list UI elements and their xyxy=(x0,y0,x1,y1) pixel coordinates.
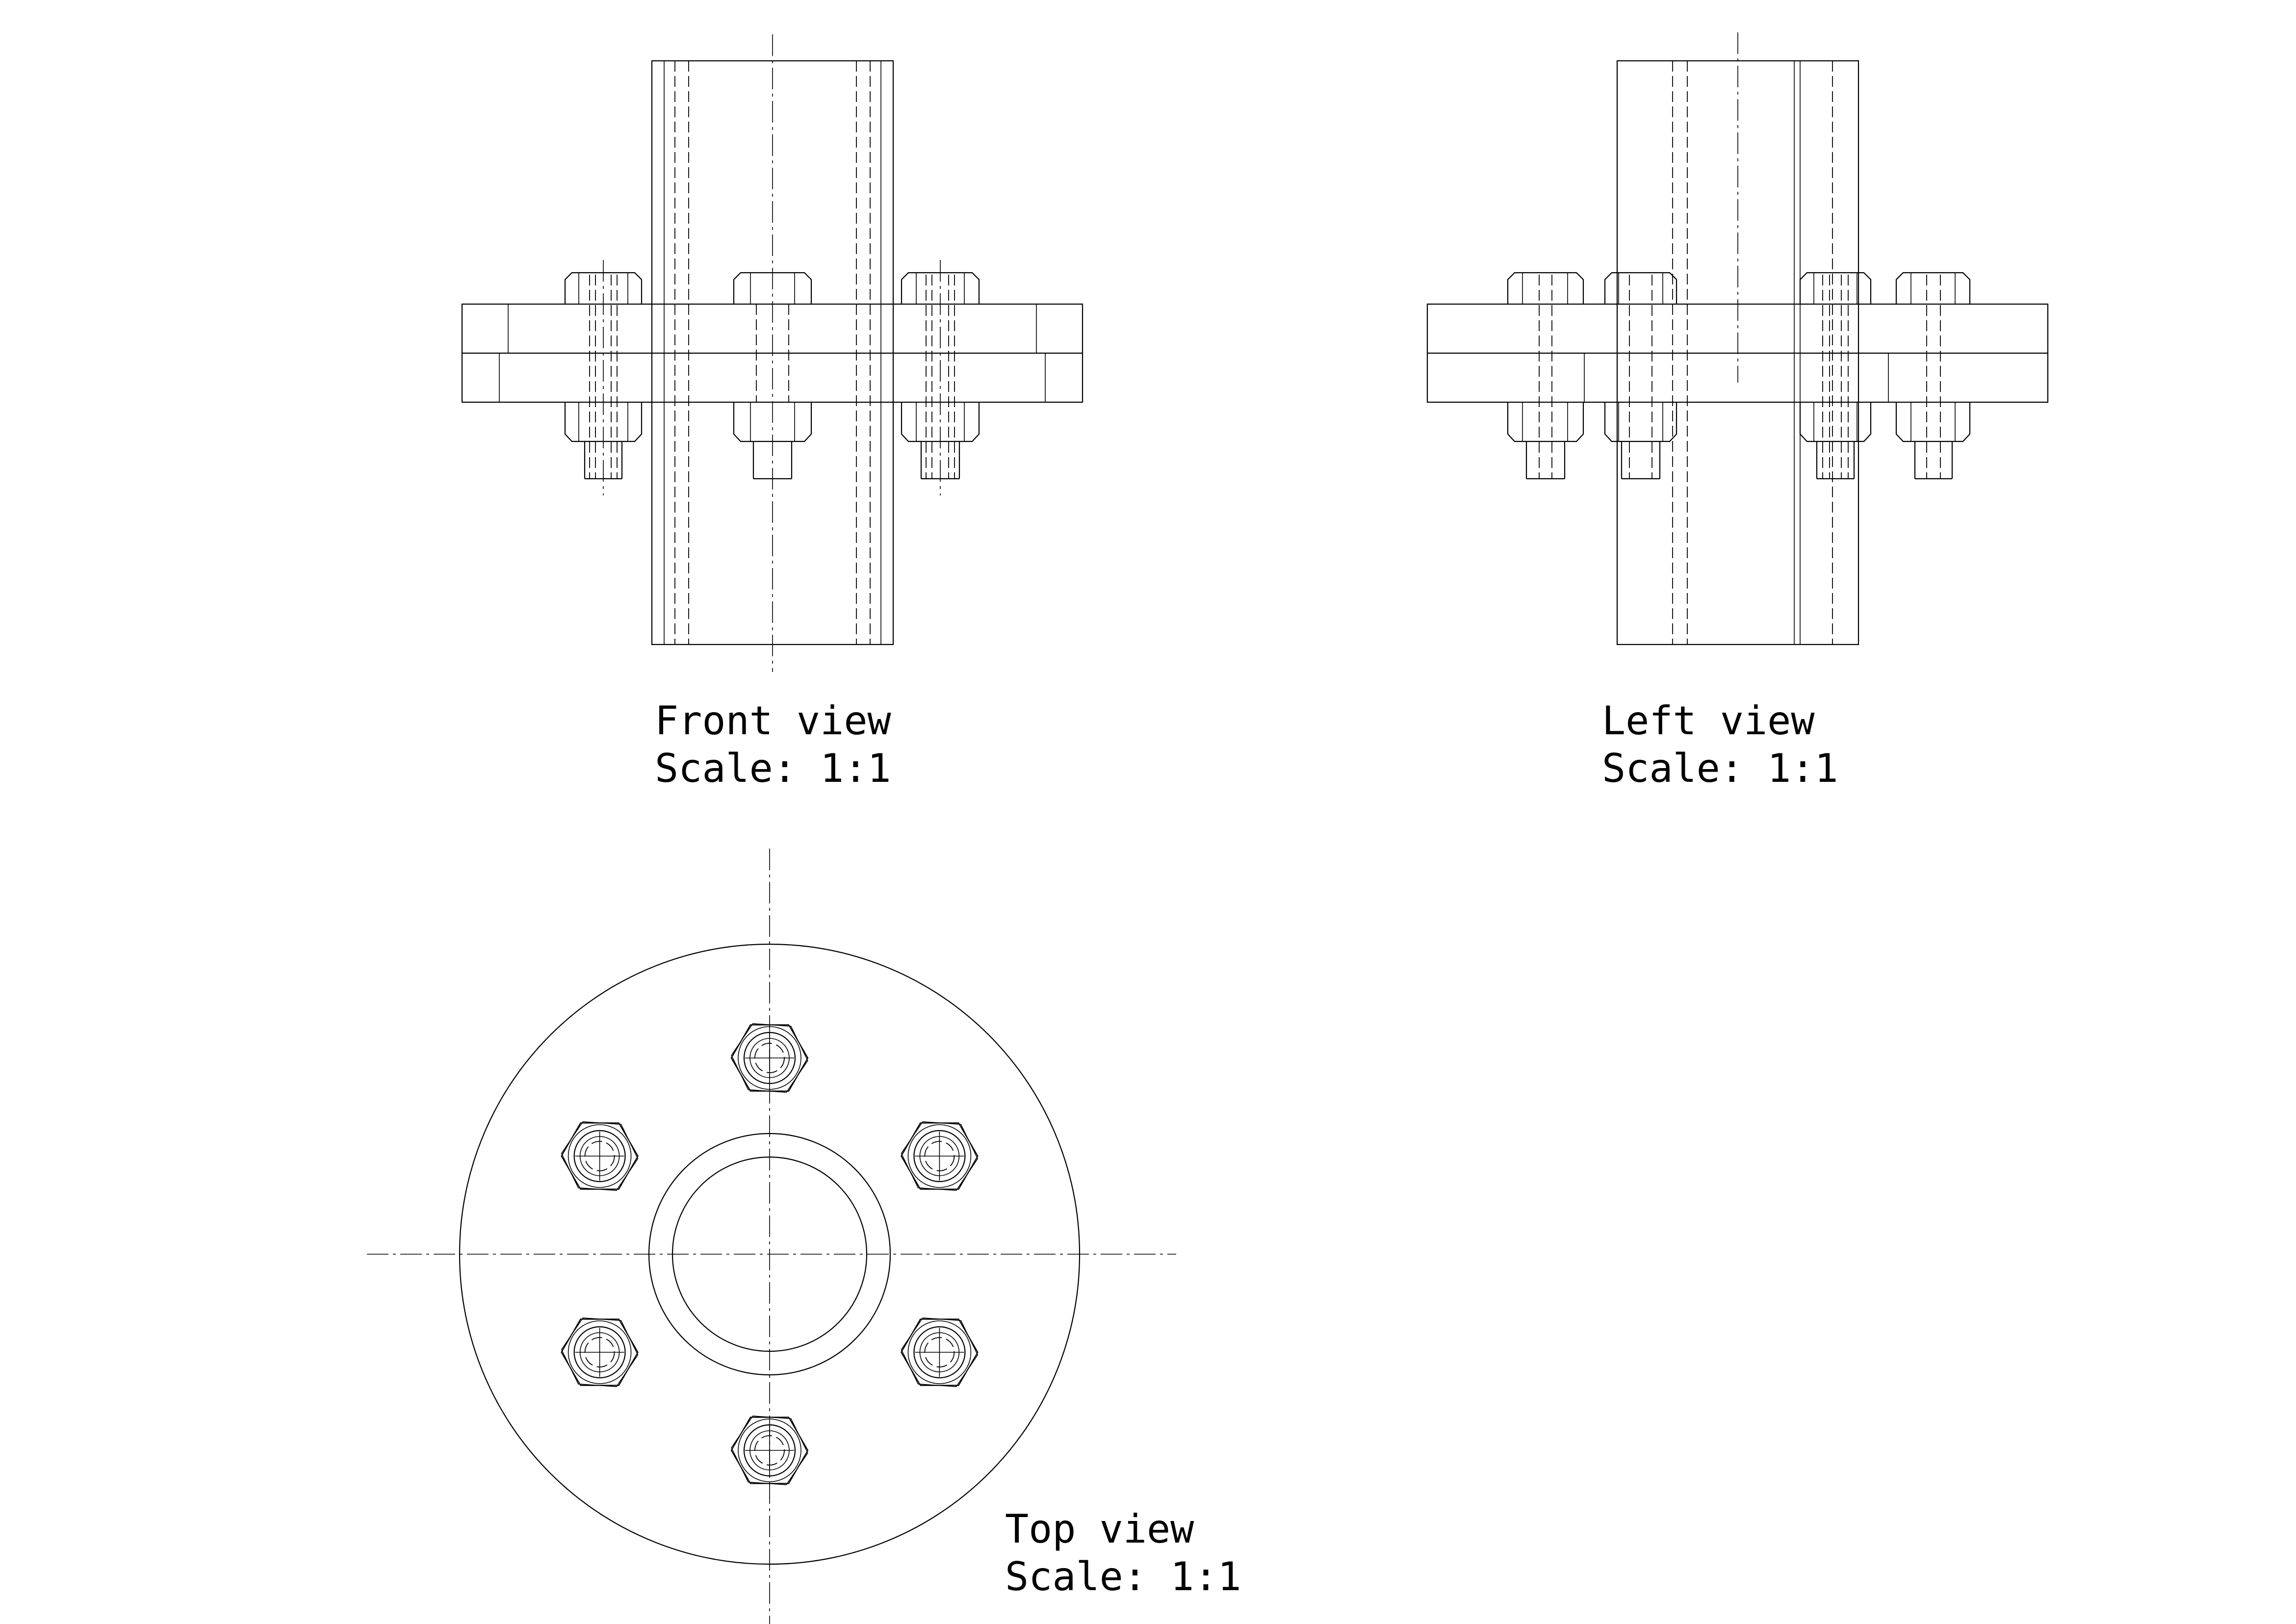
top-nut-5 xyxy=(561,1317,639,1387)
front-bolt-3 xyxy=(901,260,980,495)
front-bolt-2 xyxy=(733,272,812,480)
left-bolt-2 xyxy=(1604,272,1677,480)
top-view: Top view Scale: 1:1 xyxy=(367,849,1241,1624)
top-view-scale: Scale: 1:1 xyxy=(1005,1554,1241,1599)
left-bolt-3 xyxy=(1799,272,1872,480)
top-nut-1 xyxy=(730,1023,809,1093)
top-nut-4 xyxy=(730,1416,809,1485)
top-nut-6 xyxy=(561,1121,639,1191)
front-view-title: Front view xyxy=(655,698,891,744)
left-bolt-1 xyxy=(1507,272,1584,480)
top-view-title: Top view xyxy=(1005,1506,1194,1552)
top-nut-2 xyxy=(901,1121,979,1191)
front-bolt-1 xyxy=(564,260,643,495)
left-view-title: Left view xyxy=(1602,698,1815,744)
left-bolt-4 xyxy=(1895,272,1971,480)
front-view: Front view Scale: 1:1 xyxy=(461,34,1084,791)
left-view-scale: Scale: 1:1 xyxy=(1602,746,1838,791)
top-nut-3 xyxy=(901,1317,979,1387)
front-view-scale: Scale: 1:1 xyxy=(655,746,891,791)
left-view: Left view Scale: 1:1 xyxy=(1426,32,2049,791)
